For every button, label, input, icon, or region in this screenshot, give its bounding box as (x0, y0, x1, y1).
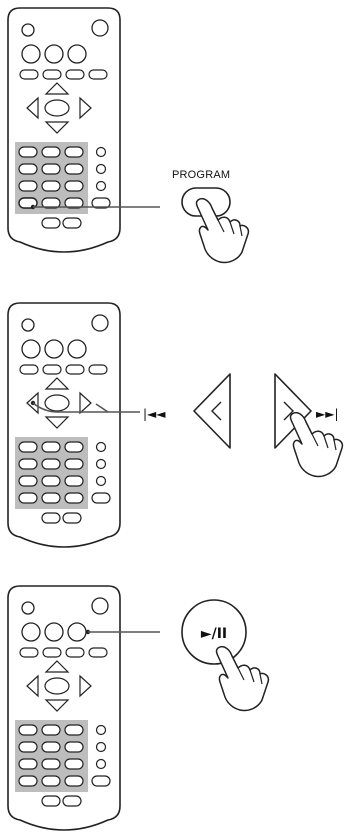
chevron-right-icon (283, 401, 294, 421)
remote-control (7, 585, 121, 831)
next-label: ►►| (316, 407, 339, 421)
panel-program: PROGRAM (7, 7, 250, 264)
callout-line-right (95, 403, 109, 413)
pressing-hand-icon (289, 411, 344, 478)
remote-control (7, 302, 121, 548)
pressing-hand-icon (215, 645, 270, 712)
play-pause-label: ►/II (201, 626, 227, 642)
program-label: PROGRAM (172, 169, 230, 181)
prev-label: |◄◄ (143, 407, 166, 421)
panel-skip: |◄◄ ►►| (7, 302, 344, 548)
callout-line (32, 402, 140, 413)
chevron-left-icon (211, 401, 222, 421)
remote-control (7, 7, 121, 253)
panel-play: ►/II (7, 585, 270, 831)
play-pause-button-enlarged (181, 599, 247, 665)
